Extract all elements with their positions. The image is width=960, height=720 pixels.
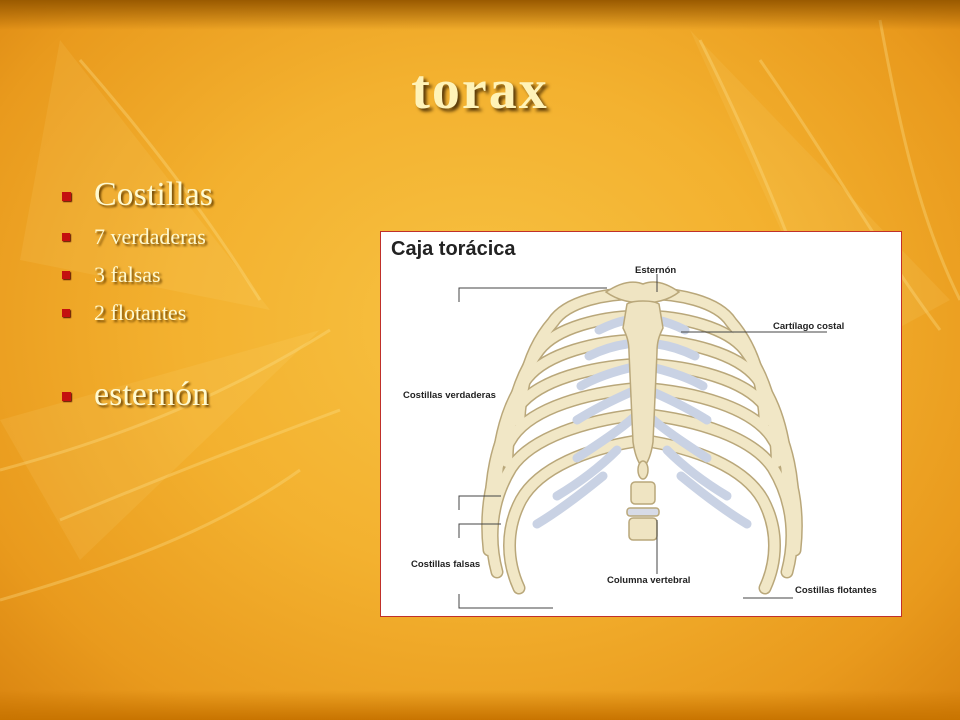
bullet-text: Costillas [94,176,214,213]
bullet-square-icon [62,233,70,241]
bullet-square-icon [62,271,70,279]
slide-title: torax [411,59,549,121]
bullet-esternon: esternón [62,372,362,418]
bullet-verdaderas: 7 verdaderas [62,218,362,256]
bullet-square-icon [62,192,71,201]
bullet-text: 7 verdaderas [94,224,206,249]
label-esternon: Esternón [635,265,677,276]
bullet-flotantes: 2 flotantes [62,294,362,332]
bullet-costillas: Costillas [62,172,362,218]
bullet-square-icon [62,392,71,401]
rib-cage-illustration [458,274,827,609]
bottom-shade [0,690,960,720]
label-columna-vertebral: Columna vertebral [607,575,691,586]
figure-title: Caja torácica [391,238,516,260]
label-costillas-falsas: Costillas falsas [411,559,481,570]
bullet-text: 3 falsas [94,262,161,287]
bullet-text: esternón [94,376,210,413]
bullet-falsas: 3 falsas [62,256,362,294]
rib-cage-figure: Caja torácica Esternón Cartílago costal … [380,231,902,617]
bullet-list: Costillas 7 verdaderas 3 falsas 2 flotan… [62,172,362,418]
bullet-square-icon [62,309,70,317]
label-costillas-verdaderas: Costillas verdaderas [403,390,496,401]
label-cartilago-costal: Cartílago costal [773,321,845,332]
top-shade [0,0,960,30]
bullet-text: 2 flotantes [94,300,187,325]
label-costillas-flotantes: Costillas flotantes [795,585,877,596]
